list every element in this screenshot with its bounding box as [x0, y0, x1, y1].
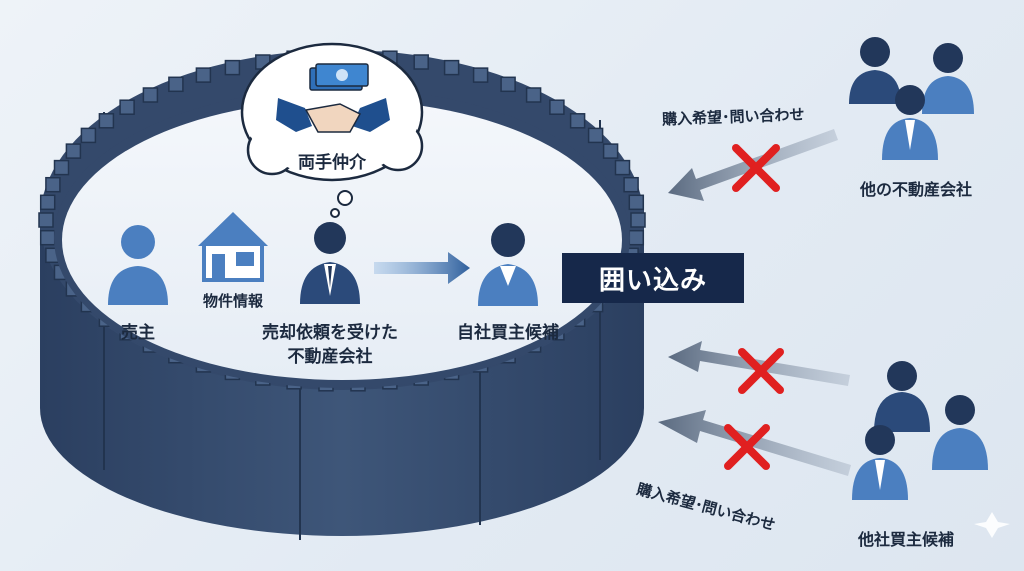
- listing-agent-label-line1: 売却依頼を受けた: [262, 323, 398, 343]
- seller-label: 売主: [121, 323, 155, 343]
- dual-agency-label: 両手仲介: [298, 153, 366, 173]
- battlement-merlon: [168, 76, 184, 93]
- battlement-merlon: [224, 59, 241, 76]
- battlement-merlon: [630, 212, 646, 228]
- battlement-merlon: [119, 99, 135, 115]
- battlement-merlon: [443, 59, 460, 76]
- battlement-merlon: [53, 159, 70, 176]
- battlement-merlon: [38, 212, 54, 228]
- battlement-merlon: [587, 127, 604, 144]
- house-icon: [198, 212, 268, 282]
- battlement-merlon: [142, 87, 159, 103]
- battlement-merlon: [628, 194, 645, 211]
- battlement-merlon: [569, 113, 586, 129]
- battlement-merlon: [39, 229, 56, 246]
- battlement-merlon: [549, 99, 565, 115]
- cross-bottom-b: [724, 424, 770, 470]
- enclosure-badge: 囲い込み: [562, 253, 744, 303]
- battlement-merlon: [628, 229, 645, 246]
- agent-to-own-buyer-arrow: [374, 252, 470, 284]
- battlement-merlon: [98, 113, 115, 129]
- cross-top-b: [732, 144, 780, 192]
- own-buyer-label: 自社買主候補: [457, 323, 559, 343]
- battlement-merlon: [602, 143, 619, 159]
- own-buyer-person-icon: [478, 223, 538, 306]
- battlement-merlon: [65, 143, 82, 159]
- other-buyers-people-icon: [852, 361, 988, 500]
- other-agencies-people-icon: [849, 37, 974, 160]
- battlement-merlon: [614, 159, 631, 176]
- battlement-merlon: [500, 76, 516, 93]
- other-buyers-label: 他社買主候補: [857, 530, 955, 549]
- cross-middle-b: [738, 348, 784, 394]
- listing-agent-label-line2: 不動産会社: [287, 347, 373, 367]
- battlement-merlon: [413, 54, 429, 70]
- seller-person-icon: [108, 225, 168, 305]
- other-agencies-label: 他の不動産会社: [859, 180, 973, 199]
- battlement-merlon: [623, 176, 639, 193]
- battlement-merlon: [80, 127, 97, 144]
- block-cross-marks: [724, 144, 784, 470]
- agent-person-icon: [300, 222, 360, 304]
- handshake-icon: [276, 63, 390, 133]
- sparkle-icon: [974, 512, 1010, 538]
- battlement-merlon: [45, 176, 61, 193]
- property-info-label: 物件情報: [202, 292, 264, 310]
- battlement-merlon: [39, 194, 56, 211]
- battlement-merlon: [195, 67, 212, 83]
- battlement-merlon: [472, 67, 489, 83]
- battlement-merlon: [525, 87, 542, 103]
